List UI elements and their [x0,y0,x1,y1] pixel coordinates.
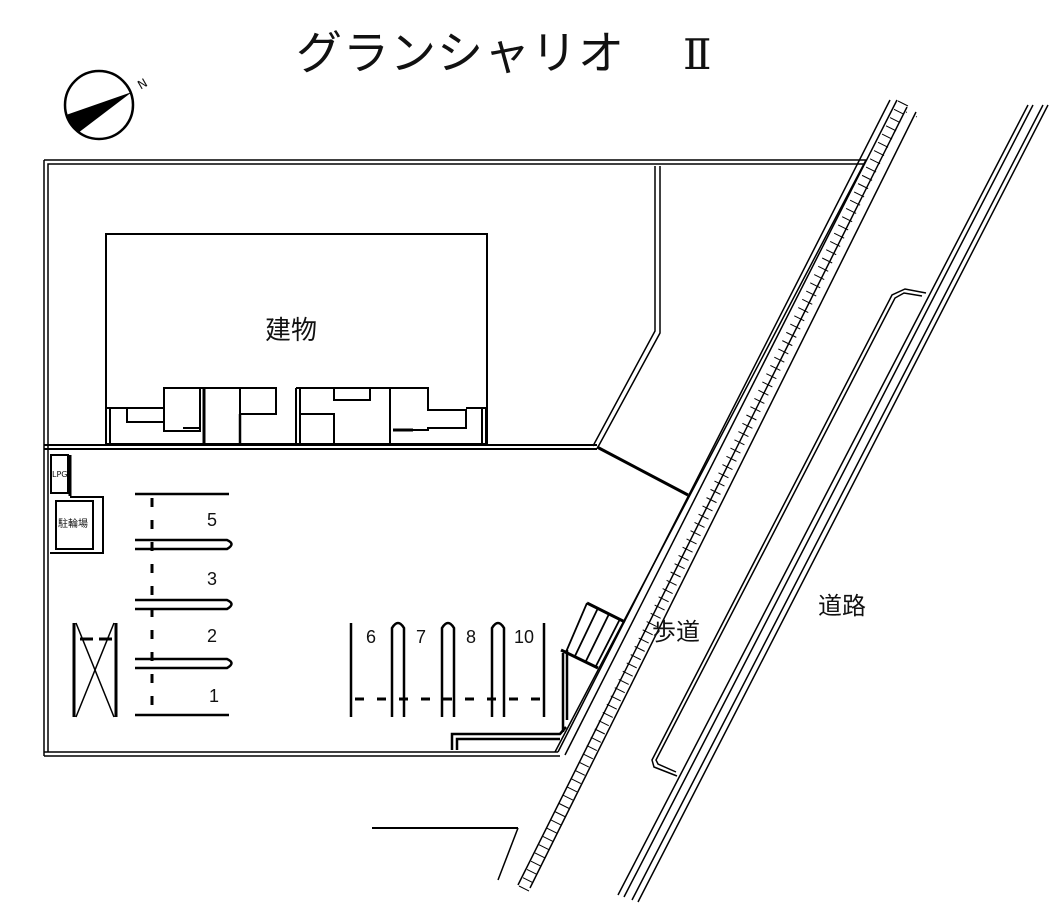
parking-space-label: 10 [514,627,535,647]
bicycle-parking-label: 駐輪場 [58,519,88,530]
entrance-stairs [560,601,626,670]
site-boundary [43,159,866,757]
road-label: 道路 [818,592,866,620]
page-title-numeral: Ⅱ [683,30,712,79]
parking-space-label: 7 [416,627,427,647]
building-outline [44,233,597,450]
north-arrow-icon [63,69,135,141]
parking-space-label: 6 [366,627,377,647]
parking-bottom-lines [349,621,569,750]
parking-space-label: 8 [466,627,477,647]
parking-space-label: 1 [209,686,220,706]
parking-left-lines [135,492,233,717]
utility-boxes [50,454,104,554]
road-edges [617,104,1049,903]
parking-space-label: 2 [207,626,218,646]
building-label: 建物 [265,316,318,346]
parking-space-label: 3 [207,569,218,589]
sidewalk-label: 歩道 [652,618,700,646]
inner-wall [592,166,689,497]
parking-space-label: 5 [207,510,218,530]
page-title: グランシャリオ [296,26,625,80]
lpg-label: LPG [52,470,68,479]
no-parking-zone [72,622,118,718]
